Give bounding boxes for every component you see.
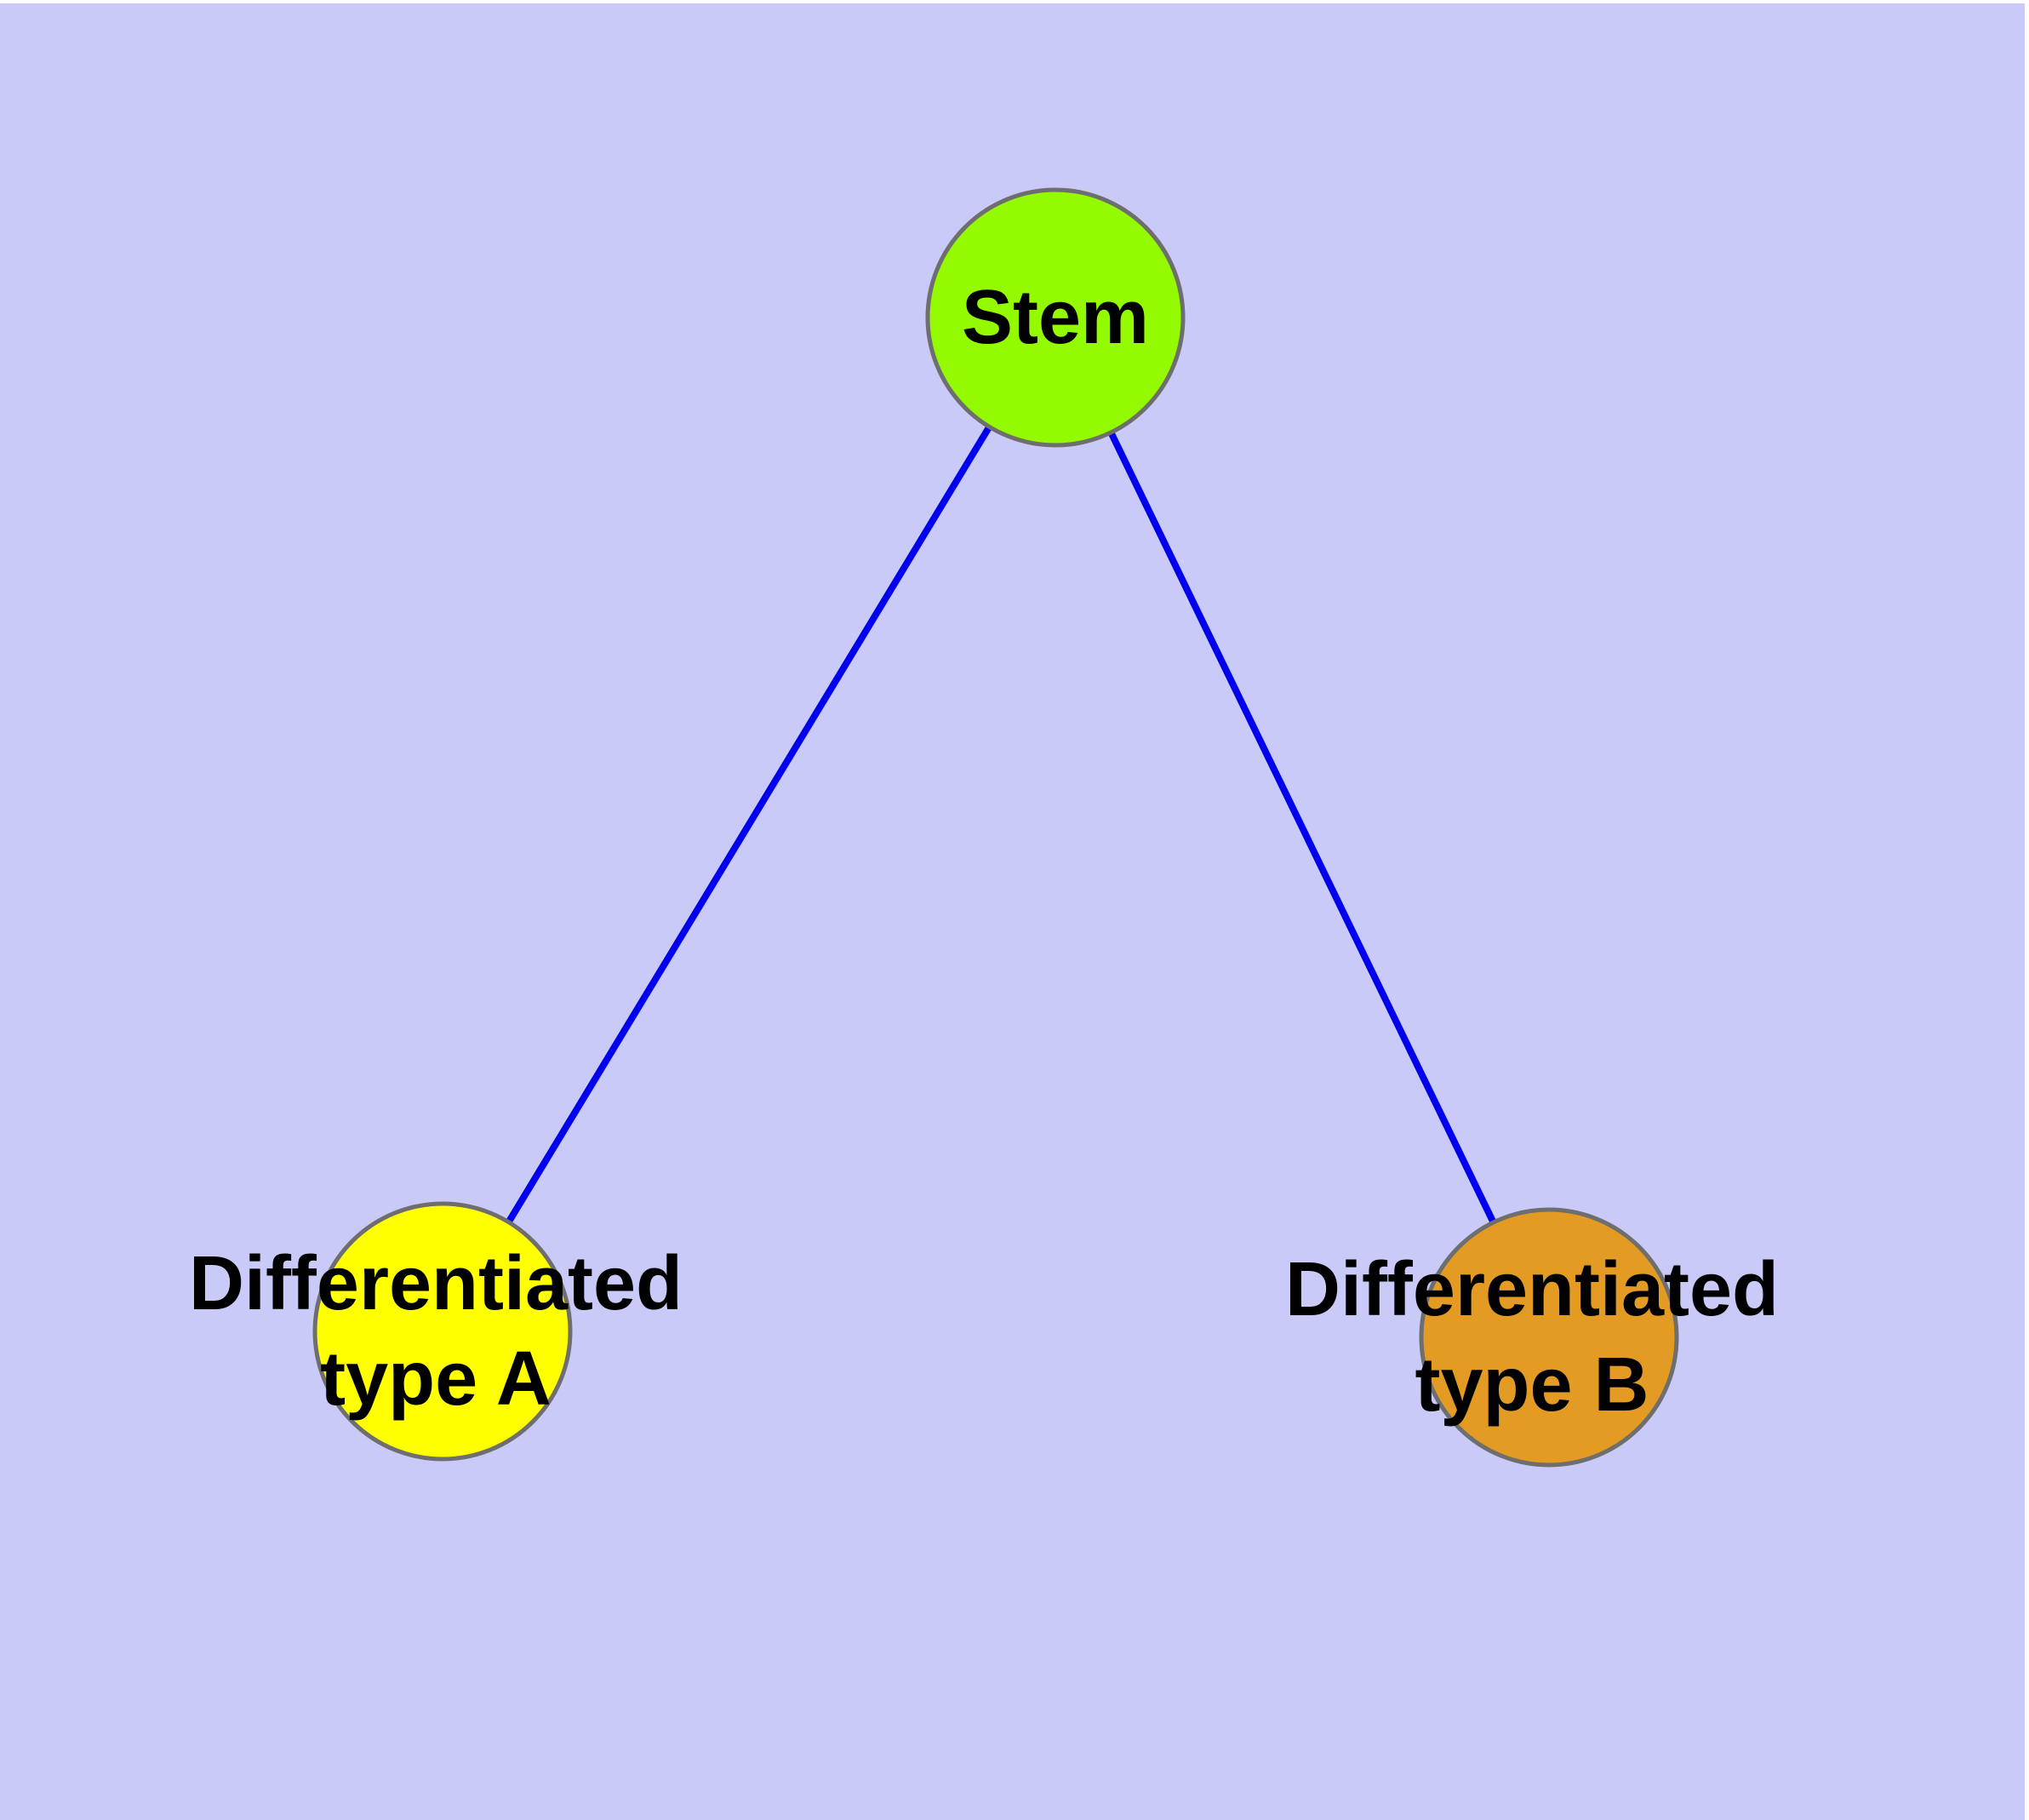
edge-stem-to-type-b: [1052, 316, 1552, 1339]
node-type-a-label-line2: type A: [320, 1336, 552, 1422]
node-type-a-circle: [312, 1201, 573, 1462]
node-type-a-label-line1: Differentiated: [189, 1241, 683, 1326]
node-type-b-label-line2: type B: [1415, 1342, 1649, 1428]
node-type-b-label-line1: Differentiated: [1285, 1247, 1779, 1332]
node-type-b-circle: [1419, 1207, 1679, 1468]
node-stem-label: Stem: [962, 275, 1149, 360]
edge-stem-to-type-a: [439, 315, 1059, 1334]
node-stem-circle: [925, 187, 1186, 448]
